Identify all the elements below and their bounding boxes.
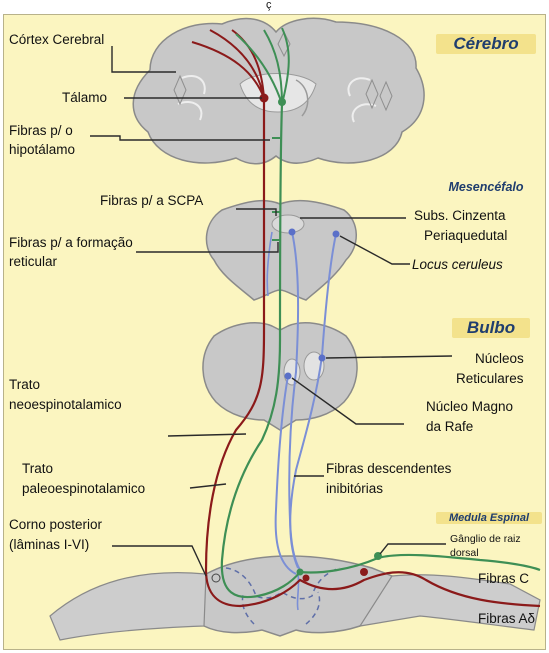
label-hipotalamo-1: Fibras p/ o [9, 122, 73, 140]
ganglion-neuron-red [360, 568, 368, 576]
region-cerebro: Cérebro [436, 34, 536, 54]
label-cortex: Córtex Cerebral [9, 31, 104, 49]
label-scpa: Fibras p/ a SCPA [100, 192, 203, 210]
label-fibras-ad: Fibras Aδ [478, 610, 535, 628]
label-reticular-2: reticular [9, 253, 57, 271]
region-mesencefalo: Mesencéfalo [432, 180, 540, 194]
label-ganglio-2: dorsal [450, 546, 479, 560]
label-hipotalamo-2: hipotálamo [9, 141, 75, 159]
region-medula: Medula Espinal [436, 512, 542, 524]
label-corno-1: Corno posterior [9, 516, 102, 534]
reticular-neuron [319, 355, 326, 362]
spinal-cord-section [50, 556, 540, 640]
label-fibras-desc-1: Fibras descendentes [326, 460, 451, 478]
label-subs-1: Subs. Cinzenta [414, 207, 506, 225]
spinal-nerve-left [50, 573, 206, 640]
label-paleo-1: Trato [22, 460, 53, 478]
dorsal-horn-neuron-red [303, 575, 310, 582]
leader-corno [112, 546, 206, 576]
label-ganglio-1: Gânglio de raiz [450, 532, 521, 546]
dorsal-horn-neuron-green [297, 569, 304, 576]
brain-section [133, 18, 424, 163]
label-nucleos-2: Reticulares [456, 370, 524, 388]
label-neo-2: neoespinotalamico [9, 396, 122, 414]
thalamus-neuron-green [278, 98, 286, 106]
locus-neuron [333, 231, 340, 238]
leader-ganglio [380, 544, 446, 554]
label-subs-2: Periaquedutal [424, 227, 507, 245]
leader-paleo [190, 484, 226, 488]
label-fibras-c: Fibras C [478, 570, 529, 588]
label-talamo: Tálamo [62, 89, 107, 107]
pag-neuron [289, 229, 296, 236]
leader-neo [168, 434, 246, 436]
region-bulbo: Bulbo [452, 318, 530, 338]
raphe-neuron [285, 373, 292, 380]
label-nucleos-1: Núcleos [475, 350, 524, 368]
label-fibras-desc-2: inibitórias [326, 480, 383, 498]
label-locus: Locus ceruleus [412, 256, 503, 274]
label-reticular-1: Fibras p/ a formação [9, 234, 133, 252]
label-magno-2: da Rafe [426, 418, 473, 436]
label-neo-1: Trato [9, 376, 40, 394]
label-magno-1: Núcleo Magno [426, 398, 513, 416]
label-corno-2: (lâminas I-VI) [9, 536, 89, 554]
label-paleo-2: paleoespinotalamico [22, 480, 145, 498]
